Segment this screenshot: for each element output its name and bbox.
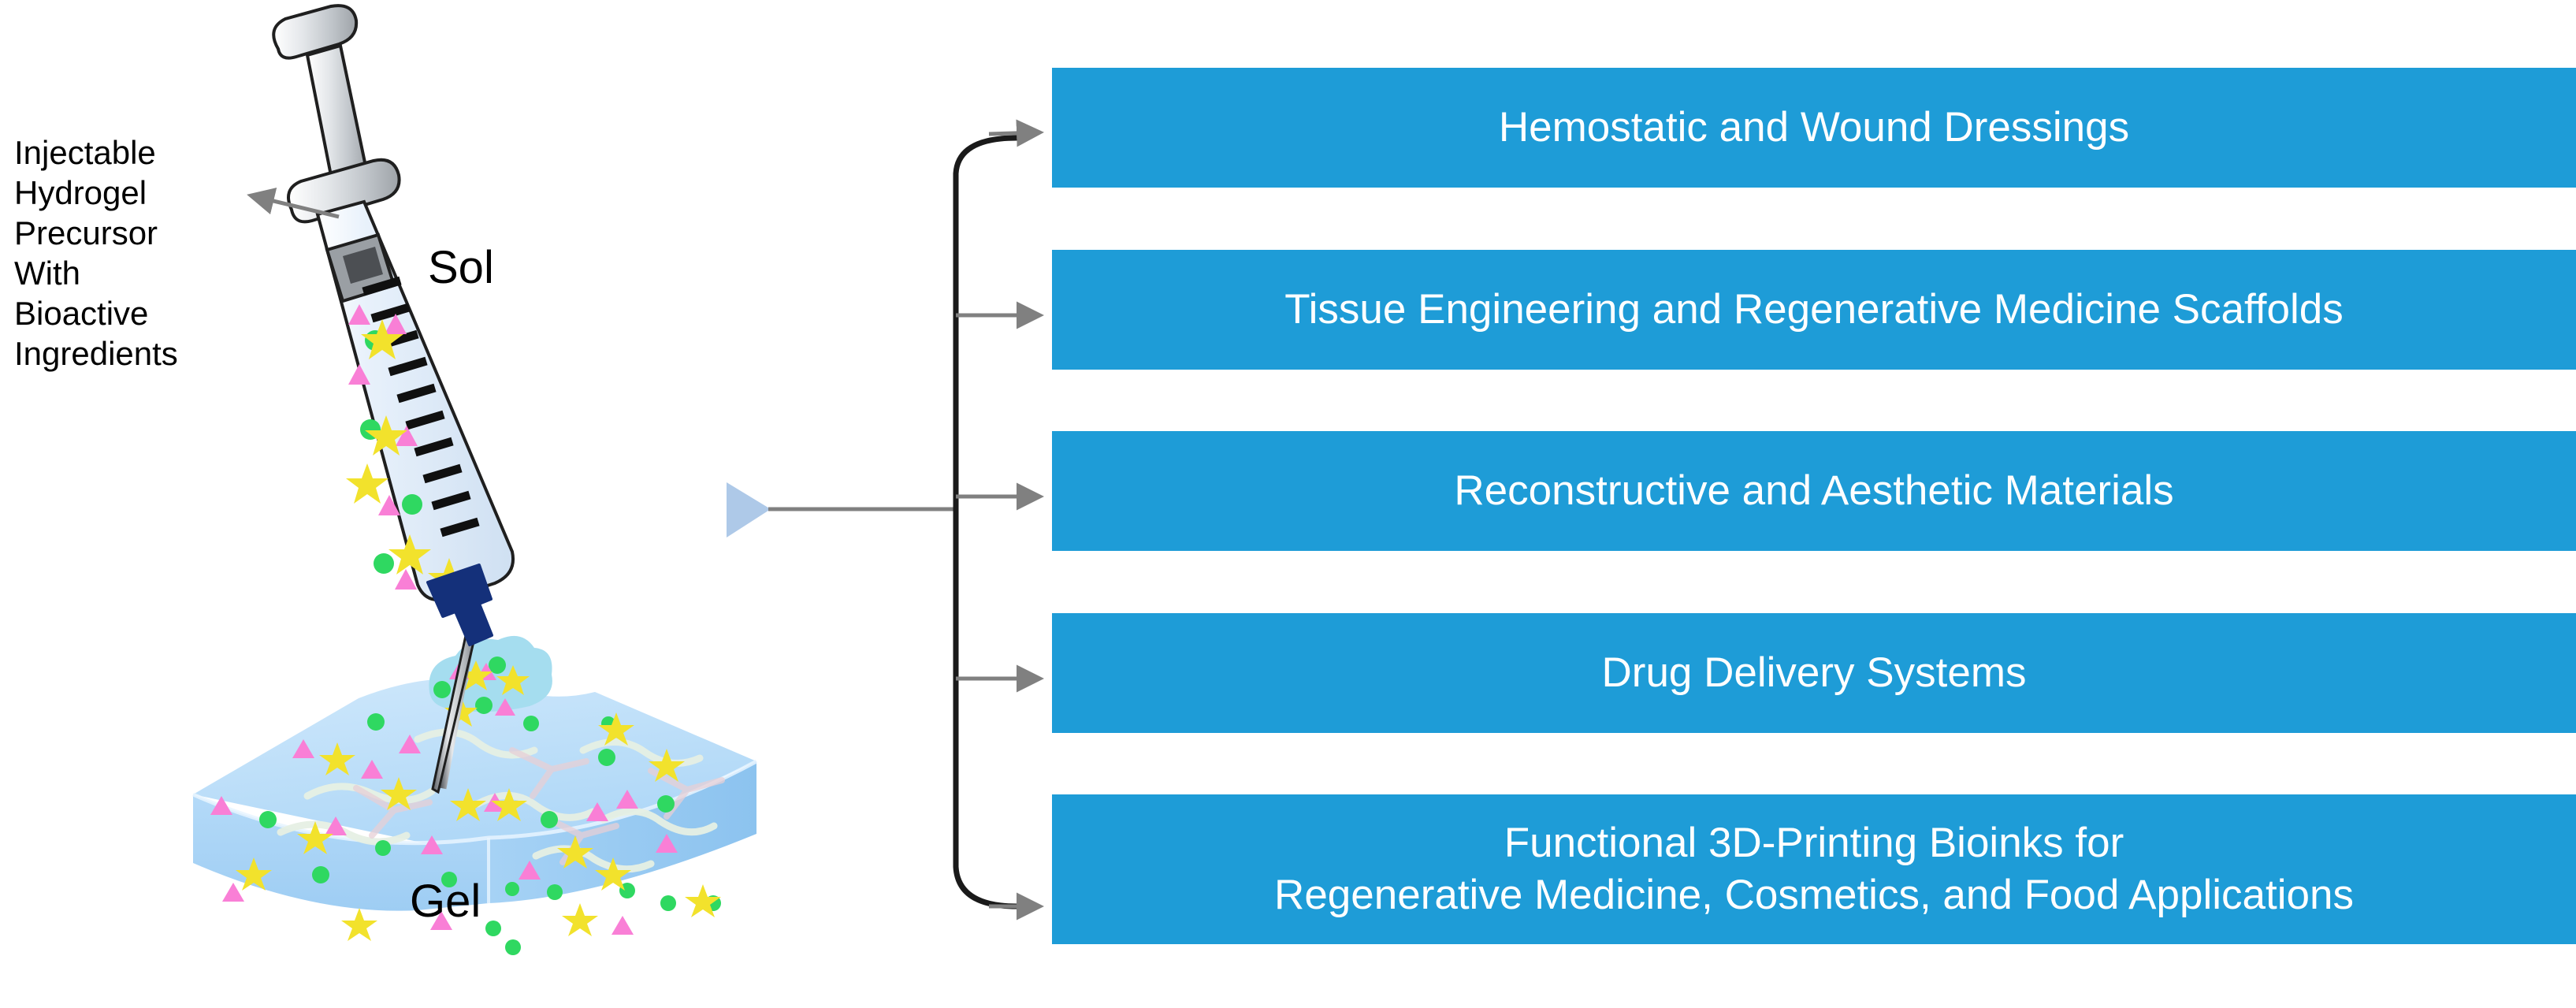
caption-leader-arrow — [247, 188, 340, 219]
bracket-connector — [768, 135, 1020, 909]
syringe-icon — [272, 4, 515, 794]
application-box-3-label: Reconstructive and Aesthetic Materials — [1454, 467, 2174, 514]
application-box-1[interactable]: Hemostatic and Wound Dressings — [1052, 68, 2576, 188]
application-box-5-label: Functional 3D-Printing Bioinks for Regen… — [1274, 820, 2354, 918]
application-box-3[interactable]: Reconstructive and Aesthetic Materials — [1052, 431, 2576, 551]
application-box-1-label: Hemostatic and Wound Dressings — [1498, 104, 2130, 151]
application-box-4-label: Drug Delivery Systems — [1601, 649, 2027, 696]
gel-particles — [210, 712, 721, 955]
injectable-hydrogel-caption: Injectable Hydrogel Precursor With Bioac… — [14, 134, 178, 372]
application-box-5[interactable]: Functional 3D-Printing Bioinks for Regen… — [1052, 794, 2576, 944]
flow-pointer-triangle — [727, 482, 771, 537]
gel-label: Gel — [410, 876, 481, 927]
gel-block-icon — [191, 635, 758, 955]
application-box-list: Hemostatic and Wound Dressings Tissue En… — [1052, 0, 2576, 1008]
sol-label: Sol — [428, 242, 494, 293]
application-box-4[interactable]: Drug Delivery Systems — [1052, 613, 2576, 733]
application-box-2[interactable]: Tissue Engineering and Regenerative Medi… — [1052, 250, 2576, 370]
application-box-2-label: Tissue Engineering and Regenerative Medi… — [1284, 286, 2344, 333]
arrow-to-box-1 — [988, 119, 1044, 147]
box-arrows — [956, 119, 1044, 921]
